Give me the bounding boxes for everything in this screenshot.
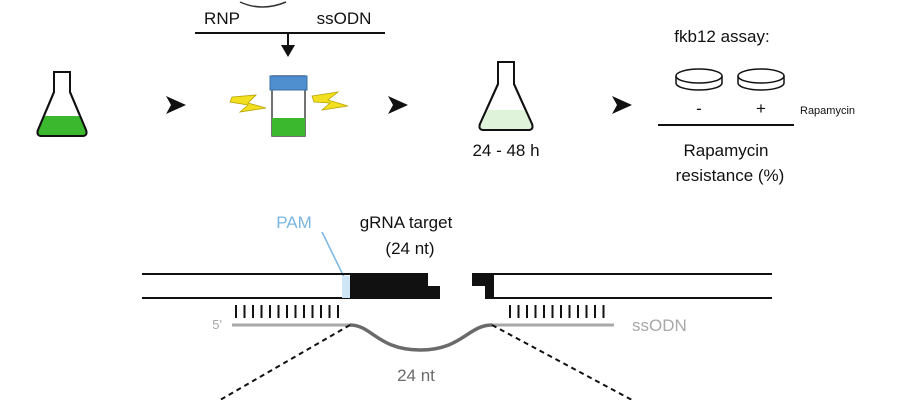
electroporation-cuvette-icon [229,75,349,137]
right-homology-ticks [509,305,605,318]
starting-culture-flask-icon [36,71,88,137]
pam-box [342,276,350,298]
ssodn-bottom-label: ssODN [632,316,687,335]
deletion-length-label: 24 nt [397,366,435,385]
plate-plus-icon [737,68,785,91]
flow-arrow-icon [612,96,632,114]
left-homology-ticks [235,305,339,318]
plate-minus-icon [675,68,723,91]
grna-target-block-left [350,274,440,298]
plus-label: + [756,99,766,118]
grna-target-block-right [472,274,494,298]
minus-label: - [696,99,702,118]
ssodn-top-label: ssODN [317,9,372,28]
zoom-guide-left [219,324,351,400]
ssodn-deletion-loop [349,323,493,352]
fkb12-assay: fkb12 assay: - + Rapamycin Rapamycin res… [658,27,855,185]
tube-icon [239,1,287,8]
spark-right-icon [311,91,349,111]
target-label-line-1: gRNA target [360,213,453,232]
assay-title: fkb12 assay: [674,27,769,46]
target-locus: PAM gRNA target (24 nt) 5' ssODN 24 nt [142,213,772,400]
flow-arrow-icon [388,96,408,114]
readout-line-2: resistance (%) [676,166,785,185]
mix-arrow-head-icon [281,45,295,57]
drug-label: Rapamycin [800,105,855,117]
target-label-line-2: (24 nt) [385,239,434,258]
readout-line-1: Rapamycin [683,141,768,160]
pam-pointer [321,231,345,278]
rnp-label: RNP [204,9,240,28]
mixing-step: RNP ssODN [195,1,385,57]
five-prime-label: 5' [212,317,222,332]
recovery-flask-icon [478,61,534,131]
flow-arrow-icon [166,96,186,114]
spark-left-icon [229,94,267,113]
pam-label: PAM [276,213,312,232]
zoom-guide-right [491,324,633,400]
incubation-time-label: 24 - 48 h [472,141,539,160]
